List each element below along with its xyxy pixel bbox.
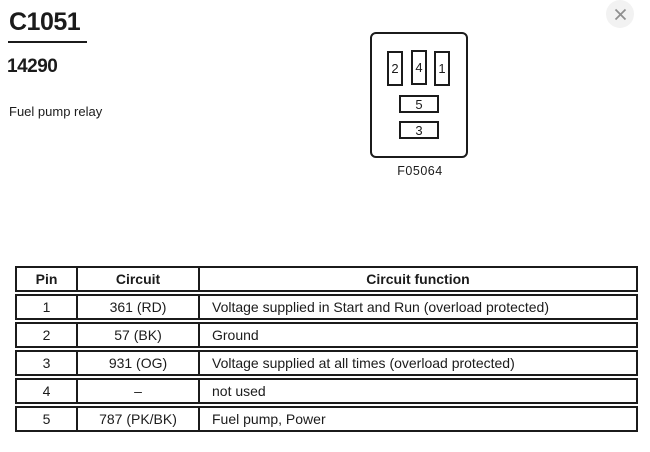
- connector-description: Fuel pump relay: [9, 104, 103, 119]
- pin-number-cell: 1: [17, 296, 78, 318]
- pin-cavity-3: 3: [399, 121, 439, 139]
- circuit-function-cell: Fuel pump, Power: [212, 411, 326, 427]
- pin-number-cell: 2: [17, 324, 78, 346]
- pin-number-cell: 3: [17, 352, 78, 374]
- table-row: 2 57 (BK) Ground: [15, 322, 638, 348]
- table-header-row: Pin Circuit Circuit function: [15, 266, 638, 292]
- column-header-circuit-function: Circuit function: [366, 271, 470, 287]
- pin-cavity-2: 2: [387, 51, 403, 86]
- circuit-cell: 931 (OG): [78, 352, 200, 374]
- pin-number-cell: 5: [17, 408, 78, 430]
- pin-cavity-4: 4: [411, 50, 427, 85]
- table-row: 4 – not used: [15, 378, 638, 404]
- table-row: 5 787 (PK/BK) Fuel pump, Power: [15, 406, 638, 432]
- table-row: 1 361 (RD) Voltage supplied in Start and…: [15, 294, 638, 320]
- column-header-circuit: Circuit: [78, 268, 200, 290]
- pin-cavity-5: 5: [399, 95, 439, 113]
- circuit-cell: 57 (BK): [78, 324, 200, 346]
- pin-cavity-1: 1: [434, 51, 450, 86]
- close-button[interactable]: [606, 0, 634, 28]
- table-row: 3 931 (OG) Voltage supplied at all times…: [15, 350, 638, 376]
- circuit-cell: –: [78, 380, 200, 402]
- figure-number: F05064: [397, 164, 443, 178]
- circuit-function-cell: not used: [212, 383, 266, 399]
- circuit-function-cell: Ground: [212, 327, 259, 343]
- pin-function-table: Pin Circuit Circuit function 1 361 (RD) …: [15, 266, 638, 432]
- circuit-cell: 361 (RD): [78, 296, 200, 318]
- circuit-function-cell: Voltage supplied in Start and Run (overl…: [212, 299, 549, 315]
- circuit-cell: 787 (PK/BK): [78, 408, 200, 430]
- column-header-pin: Pin: [17, 268, 78, 290]
- close-icon: [612, 6, 629, 23]
- circuit-function-cell: Voltage supplied at all times (overload …: [212, 355, 515, 371]
- connector-id-heading: C1051: [8, 8, 88, 43]
- part-number: 14290: [7, 56, 58, 77]
- pin-number-cell: 4: [17, 380, 78, 402]
- connector-pinout-diagram: 2 4 1 5 3: [370, 32, 468, 158]
